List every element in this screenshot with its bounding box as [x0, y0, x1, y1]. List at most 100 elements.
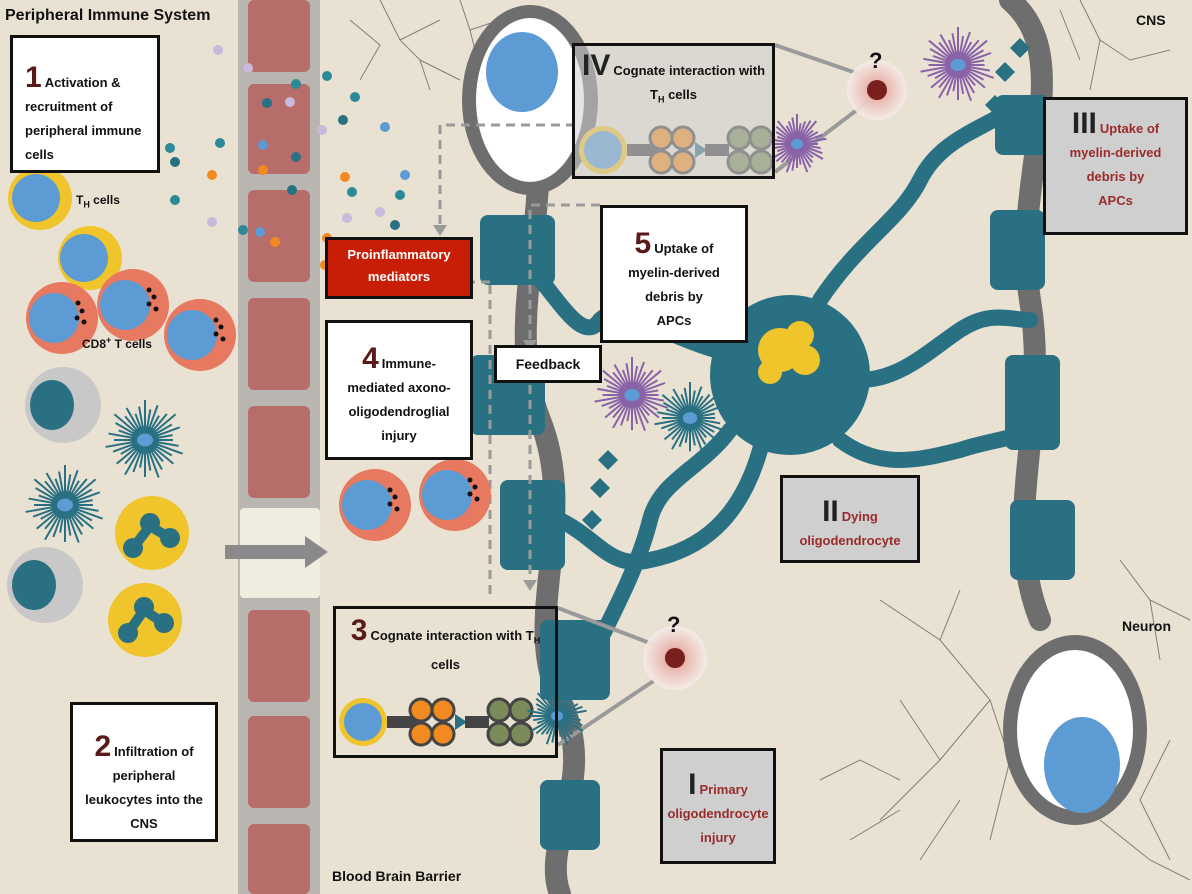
cytokine-dot [291, 79, 301, 89]
monocytes [7, 367, 101, 623]
cytokine-dot [338, 115, 348, 125]
box-I-number: I [688, 768, 697, 801]
box-2-line4: CNS [130, 816, 158, 831]
box-II-number: II [822, 495, 839, 528]
cns-title: CNS [1136, 12, 1166, 28]
cytokine-dot [350, 92, 360, 102]
box-4-line1: Immune- [381, 356, 436, 371]
box-III-line4: APCs [1098, 193, 1133, 208]
cytokine-dot [207, 170, 217, 180]
th-cells [8, 166, 122, 290]
box-1-line1: Activation & [44, 75, 121, 90]
cytokine-dot [270, 237, 280, 247]
bbb-label: Blood Brain Barrier [332, 868, 462, 884]
box-II-line2: oligodendrocyte [799, 533, 901, 548]
box-IV-line2a: T [650, 87, 658, 102]
microglia-peripheral-2 [25, 465, 103, 543]
cd8-main: CD8 [82, 337, 107, 351]
neuron-top [462, 5, 598, 195]
myelin-debris [582, 38, 1030, 530]
cytokine-dot [400, 170, 410, 180]
cd8-cells-label: CD8+ T cells [82, 335, 152, 351]
cytokine-dot [285, 97, 295, 107]
box-3-number: 3 [350, 614, 368, 647]
cytokine-dot [291, 152, 301, 162]
box-IV-line1: Cognate interaction with [613, 63, 766, 78]
proinflammatory-mediators-box: Proinflammatory mediators [325, 237, 473, 299]
th-cells-label: TH cells [76, 193, 120, 209]
box-1-line3: peripheral immune [25, 123, 142, 138]
neuron-label: Neuron [1122, 618, 1171, 634]
infiltration-arrow [225, 536, 328, 568]
box-I-line3: injury [700, 830, 736, 845]
blood-vessel [238, 0, 320, 894]
box-5-line3: debris by [645, 289, 703, 304]
cytokine-dot [380, 122, 390, 132]
box-4-line4: injury [381, 428, 417, 443]
cytokine-dot [390, 220, 400, 230]
cytokine-dot [213, 45, 223, 55]
box-III-line1: Uptake of [1099, 121, 1160, 136]
box-5-line1: Uptake of [654, 241, 714, 256]
box-1-line4: cells [25, 147, 54, 162]
cytokine-dot [215, 138, 225, 148]
cytokine-dot [243, 63, 253, 73]
cytokine-dot [340, 172, 350, 182]
feedback-box: Feedback [494, 345, 602, 383]
box-1-line2: recruitment of [25, 99, 113, 114]
cd8-cells [26, 269, 491, 541]
box-III-line3: debris by [1086, 169, 1145, 184]
oligodendrocyte [470, 95, 1075, 850]
microglia-cells [25, 27, 995, 543]
cytokine-dot [170, 195, 180, 205]
box-III-number: III [1071, 107, 1097, 140]
box-2-line3: leukocytes into the [85, 792, 203, 807]
box-1-number: 1 [25, 61, 42, 94]
th-rest: cells [89, 193, 120, 207]
box-3-line1-sub: H [533, 635, 541, 646]
box-I-line2: oligodendrocyte [667, 806, 769, 821]
oligodendrocyte-nucleus [758, 321, 820, 384]
box-4-number: 4 [362, 342, 379, 375]
proinflammatory-line2: mediators [367, 269, 431, 284]
cd8-sup: + [106, 335, 112, 345]
box-I-line1: Primary [699, 782, 748, 797]
cytokine-dot [375, 207, 385, 217]
box-2-line2: peripheral [112, 768, 176, 783]
box-3-line1: Cognate interaction with T [370, 628, 534, 643]
cognate-interaction-3 [339, 686, 587, 747]
box-IV-line2-sub: H [657, 94, 665, 105]
box-5-number: 5 [634, 227, 652, 260]
cytokine-dot [395, 190, 405, 200]
neuron-bottom [1003, 635, 1147, 825]
vessel-segments [248, 0, 310, 894]
cytokine-dot [258, 165, 268, 175]
th-sub: H [83, 199, 90, 210]
microglia-cns-purple-2 [594, 357, 669, 432]
cytokine-dot [165, 143, 175, 153]
box-2-number: 2 [94, 730, 112, 763]
box-IV-number: IV [581, 49, 611, 82]
cytokine-dot [207, 217, 217, 227]
cd8-rest: T cells [111, 337, 152, 351]
cytokine-dot [287, 185, 297, 195]
microglia-cns-purple-1 [920, 27, 995, 102]
box-4-line2: mediated axono- [347, 380, 451, 395]
box-II-line1: Dying [841, 509, 878, 524]
cytokine-dot [258, 140, 268, 150]
cytokine-dot [170, 157, 180, 167]
box-4-line3: oligodendroglial [348, 404, 450, 419]
question-mark-top: ? [869, 48, 883, 73]
microglia-cns-teal [654, 382, 725, 453]
neuron-dendrites [349, 0, 1191, 881]
box-3-line2: cells [431, 656, 460, 672]
